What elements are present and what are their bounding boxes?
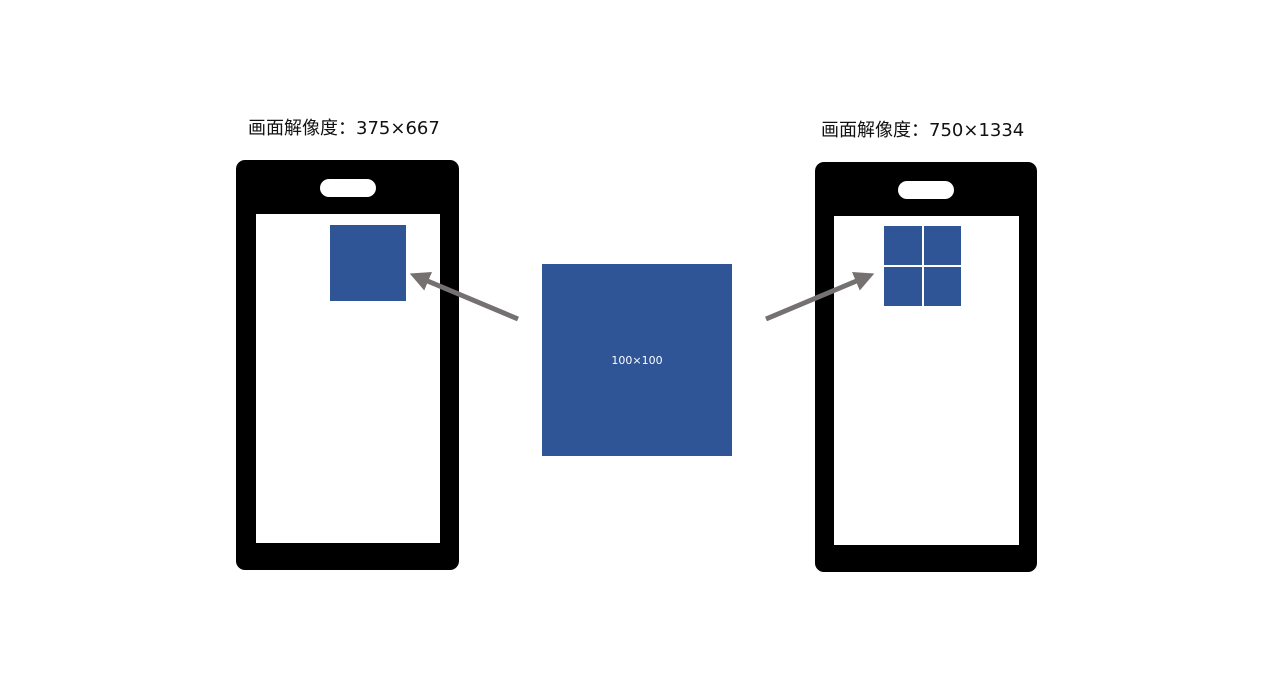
source-size-label: 100×100 xyxy=(611,353,663,367)
grid-cell xyxy=(923,267,961,306)
left-rendered-block xyxy=(330,225,406,301)
left-phone-speaker xyxy=(319,179,376,197)
right-phone-speaker xyxy=(898,181,954,199)
left-phone-screen xyxy=(256,214,440,543)
right-resolution-label: 画面解像度：750×1334 xyxy=(821,120,1025,141)
grid-cell xyxy=(884,226,922,265)
left-resolution-label: 画面解像度：375×667 xyxy=(248,118,440,139)
right-rendered-grid xyxy=(884,226,961,306)
source-image-block: 100×100 xyxy=(542,264,732,456)
grid-cell xyxy=(884,267,922,306)
grid-cell xyxy=(923,226,961,265)
left-phone-icon xyxy=(236,160,459,570)
right-phone-screen xyxy=(834,216,1019,545)
right-phone-icon xyxy=(815,162,1037,572)
